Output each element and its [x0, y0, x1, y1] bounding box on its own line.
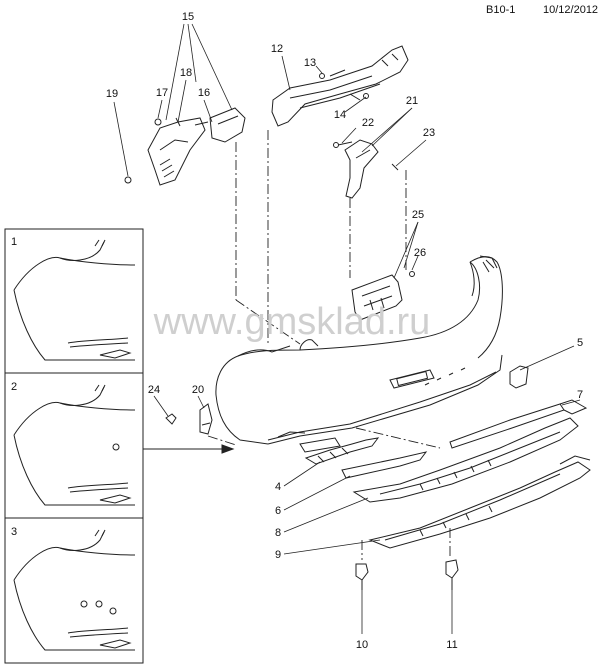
inset-label-3: 3 — [11, 526, 17, 538]
diagram-code: B10-1 — [486, 4, 516, 16]
callout-14: 14 — [334, 109, 346, 121]
molding-4 — [304, 437, 380, 465]
callout-16: 16 — [198, 87, 210, 99]
inset-frame — [4, 228, 144, 664]
callout-22: 22 — [362, 117, 374, 129]
fastener-10 — [355, 563, 369, 590]
molding-7 — [449, 399, 588, 449]
callout-17: 17 — [156, 87, 168, 99]
inset-bumper-1 — [13, 239, 136, 361]
callout-6: 6 — [275, 505, 281, 517]
callout-23: 23 — [423, 127, 435, 139]
watermark-text: www.gmsklad.ru — [153, 301, 431, 343]
fastener-24 — [165, 413, 177, 425]
leader-lines — [113, 23, 581, 634]
callout-26: 26 — [414, 247, 426, 259]
callout-20: 20 — [192, 384, 204, 396]
center-bracket — [351, 271, 415, 321]
right-side-bracket — [333, 139, 399, 199]
clip-20 — [199, 403, 213, 435]
inset-label-1: 1 — [11, 236, 17, 248]
alignment-guides — [207, 130, 451, 560]
callout-25: 25 — [412, 209, 424, 221]
upper-reinforcement — [271, 45, 409, 127]
callout-24: 24 — [148, 384, 160, 396]
left-bracket-assembly — [124, 107, 246, 186]
callout-21: 21 — [406, 95, 418, 107]
callout-8: 8 — [275, 527, 281, 539]
callout-9: 9 — [275, 549, 281, 561]
callout-13: 13 — [304, 57, 316, 69]
reflector-5 — [509, 365, 529, 389]
inset-bumper-3 — [13, 529, 136, 651]
callout-18: 18 — [180, 67, 192, 79]
callout-4: 4 — [275, 481, 281, 493]
callout-5: 5 — [577, 337, 583, 349]
diagram-date: 10/12/2012 — [543, 4, 599, 16]
callout-12: 12 — [271, 43, 283, 55]
rear-bumper — [215, 255, 503, 453]
callout-11: 11 — [446, 639, 457, 651]
callout-7: 7 — [577, 389, 583, 401]
lower-panel-9 — [368, 455, 591, 549]
diffuser-8 — [352, 417, 579, 503]
molding-6 — [341, 451, 428, 479]
fastener-11 — [445, 559, 459, 590]
callout-15: 15 — [182, 11, 194, 23]
inset-bumper-2 — [13, 384, 136, 506]
callout-10: 10 — [356, 639, 368, 651]
callout-19: 19 — [106, 88, 118, 100]
inset-label-2: 2 — [11, 381, 17, 393]
